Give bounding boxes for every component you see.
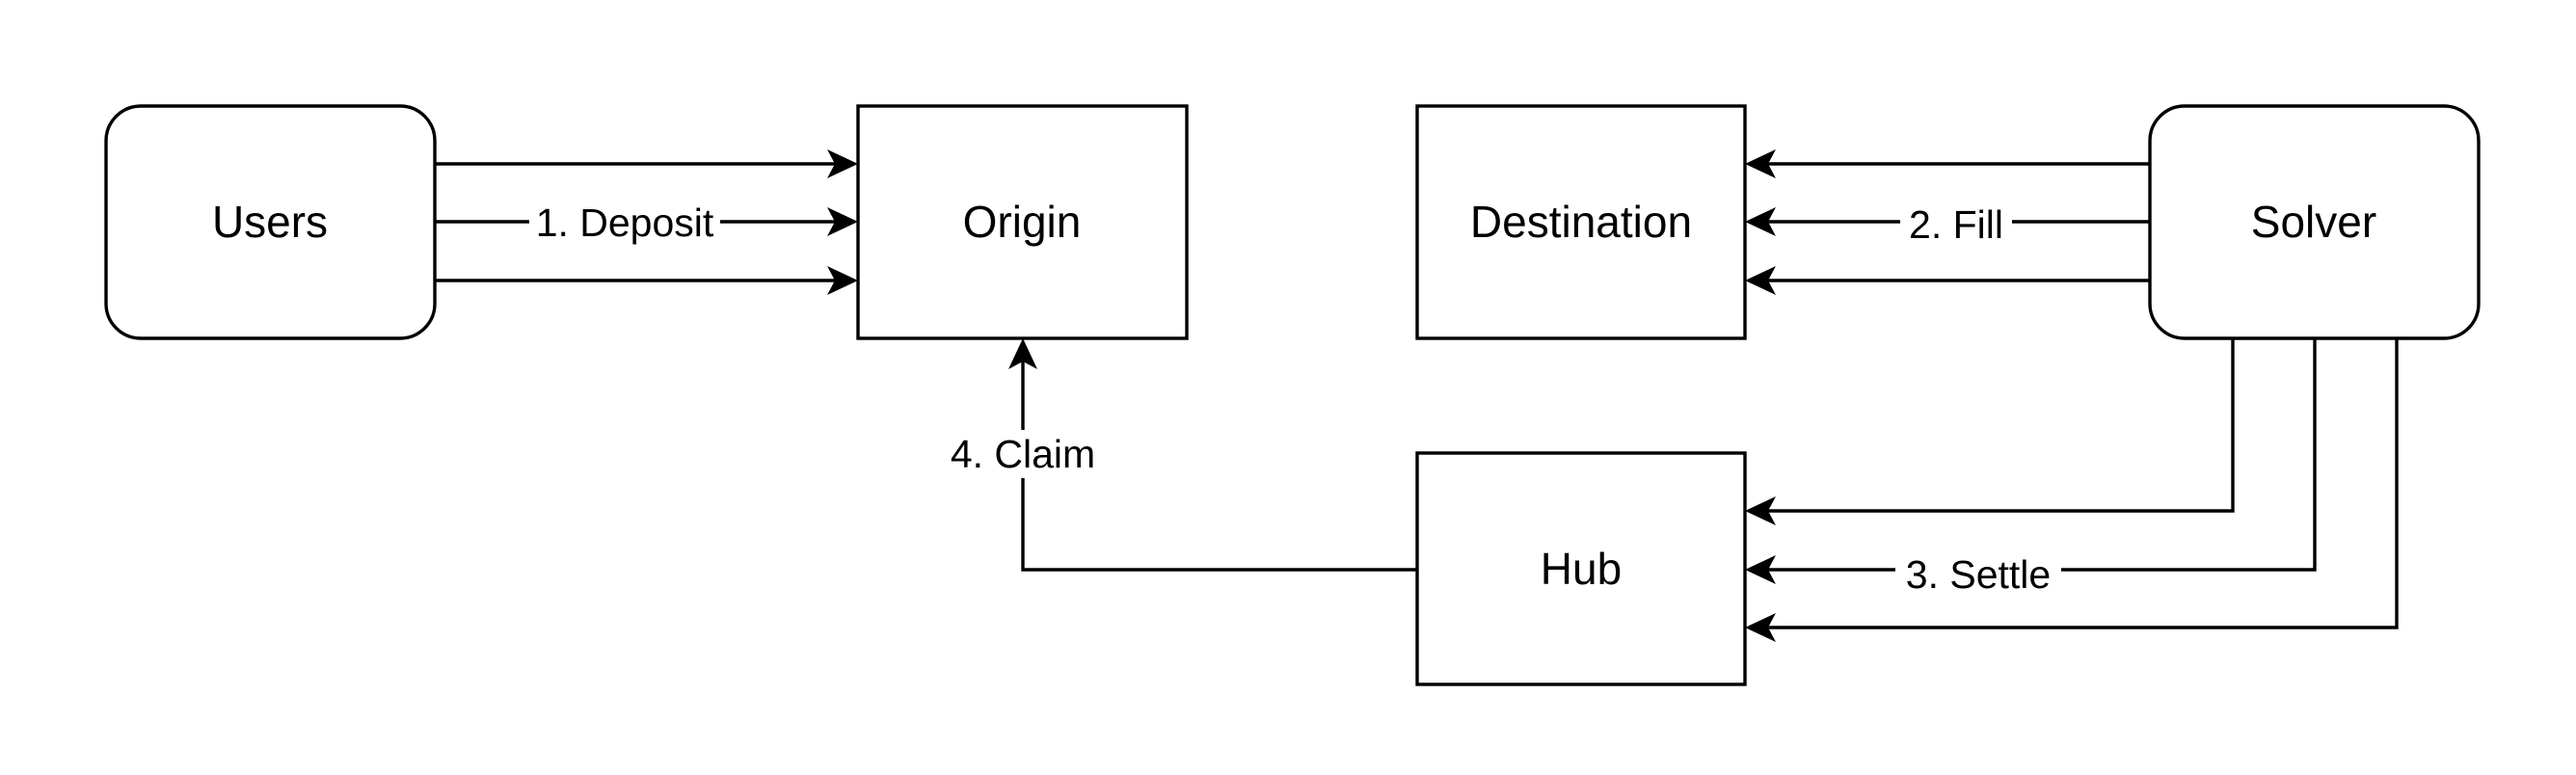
edge-deposit: 1. Deposit bbox=[435, 149, 858, 295]
node-users-label: Users bbox=[212, 197, 328, 247]
edge-claim-label: 4. Claim bbox=[951, 432, 1095, 476]
edge-settle-line-top bbox=[1766, 338, 2235, 513]
node-hub-label: Hub bbox=[1541, 544, 1622, 594]
edge-settle-label-bg bbox=[1895, 550, 2061, 597]
arrowhead-fill-middle bbox=[1745, 207, 1776, 236]
node-users-box bbox=[104, 104, 437, 340]
node-solver-box bbox=[2148, 104, 2481, 340]
edge-settle-line-bottom bbox=[1766, 338, 2399, 629]
node-solver[interactable]: Solver bbox=[2148, 104, 2481, 340]
arrowhead-settle-bottom bbox=[1745, 613, 1776, 642]
edge-claim: 4. Claim bbox=[943, 338, 1417, 572]
arrowhead-claim bbox=[1008, 338, 1037, 369]
arrowhead-fill-bottom bbox=[1745, 266, 1776, 295]
node-origin-label: Origin bbox=[963, 197, 1082, 247]
node-hub-box bbox=[1415, 451, 1747, 686]
node-origin[interactable]: Origin bbox=[856, 104, 1189, 340]
edge-claim-label-bg bbox=[943, 430, 1103, 478]
arrowhead-fill-top bbox=[1745, 149, 1776, 178]
node-destination-box bbox=[1415, 104, 1747, 340]
edge-settle-label: 3. Settle bbox=[1906, 552, 2051, 597]
node-destination[interactable]: Destination bbox=[1415, 104, 1747, 340]
arrowhead-settle-middle bbox=[1745, 555, 1776, 584]
edge-fill-label: 2. Fill bbox=[1909, 202, 2003, 247]
node-hub[interactable]: Hub bbox=[1415, 451, 1747, 686]
node-origin-box bbox=[856, 104, 1189, 340]
arrowhead-deposit-top bbox=[827, 149, 858, 178]
node-destination-label: Destination bbox=[1470, 197, 1692, 247]
node-users[interactable]: Users bbox=[104, 104, 437, 340]
edge-deposit-label: 1. Deposit bbox=[536, 200, 714, 245]
arrowhead-settle-top bbox=[1745, 496, 1776, 525]
edge-settle: 3. Settle bbox=[1745, 338, 2399, 642]
arrowhead-deposit-middle bbox=[827, 207, 858, 236]
edge-fill: 2. Fill bbox=[1745, 149, 2150, 295]
edge-deposit-label-bg bbox=[529, 199, 720, 245]
edge-fill-label-bg bbox=[1900, 199, 2012, 245]
node-solver-label: Solver bbox=[2251, 197, 2376, 247]
arrowhead-deposit-bottom bbox=[827, 266, 858, 295]
